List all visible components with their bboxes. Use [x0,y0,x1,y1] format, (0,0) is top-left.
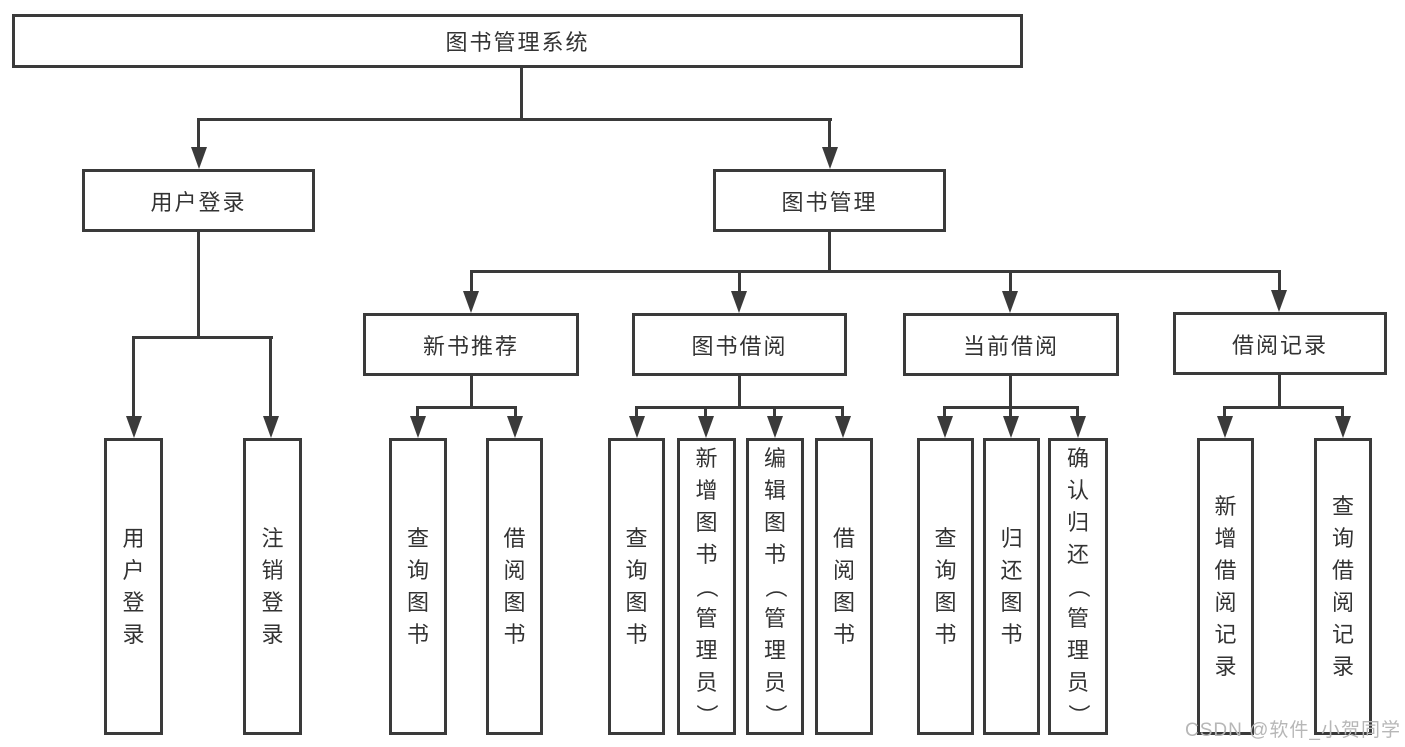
node-label: 新增图书（管理员） [694,445,720,726]
arrow-down-icon [126,416,142,438]
node-label: 用户登录 [150,189,247,215]
connector-line [773,406,776,418]
leaf-edit-books-admin: 编辑图书（管理员） [746,438,804,735]
node-new-book-recommend: 新书推荐 [363,313,579,376]
connector-line [1278,270,1281,292]
node-book-borrowing: 图书借阅 [632,313,847,376]
connector-line [738,376,741,409]
arrow-down-icon [463,291,479,313]
connector-line [1076,406,1079,418]
arrow-down-icon [1070,416,1086,438]
connector-line [520,68,523,120]
leaf-borrow-books-recommend: 借阅图书 [486,438,543,735]
leaf-query-books-borrowing: 查询图书 [608,438,665,735]
connector-line [470,270,1281,273]
arrow-down-icon [698,416,714,438]
arrow-down-icon [731,291,747,313]
arrow-down-icon [822,147,838,169]
arrow-down-icon [767,416,783,438]
connector-line [1224,406,1344,409]
leaf-add-books-admin: 新增图书（管理员） [677,438,736,735]
node-label: 图书管理系统 [445,30,590,55]
connector-line [470,270,473,293]
arrow-down-icon [263,416,279,438]
leaf-query-borrow-record: 查询借阅记录 [1314,438,1372,735]
node-label: 新书推荐 [422,333,519,359]
node-label: 查询图书 [934,525,957,647]
leaf-query-books-current: 查询图书 [917,438,974,735]
node-label: 图书借阅 [691,333,788,359]
connector-line [197,118,200,149]
arrow-down-icon [191,147,207,169]
arrow-down-icon [1002,291,1018,313]
node-borrowing-records: 借阅记录 [1173,312,1387,375]
arrow-down-icon [629,416,645,438]
node-label: 用户登录 [122,525,145,647]
connector-line [1009,406,1012,418]
leaf-return-books: 归还图书 [983,438,1040,735]
connector-line [1278,375,1281,409]
node-label: 归还图书 [1000,525,1023,647]
arrow-down-icon [1003,416,1019,438]
leaf-add-borrow-record: 新增借阅记录 [1197,438,1254,735]
node-user-login: 用户登录 [82,169,315,232]
arrow-down-icon [835,416,851,438]
connector-line [197,232,200,339]
arrow-down-icon [1217,416,1233,438]
connector-line [943,406,946,418]
connector-line [635,406,638,418]
node-book-management: 图书管理 [713,169,946,232]
leaf-borrow-books-borrowing: 借阅图书 [815,438,873,735]
node-label: 确认归还（管理员） [1065,445,1091,726]
leaf-user-login: 用户登录 [104,438,163,735]
leaf-confirm-return-admin: 确认归还（管理员） [1048,438,1108,735]
connector-line [198,118,832,121]
connector-line [636,406,844,409]
arrow-down-icon [937,416,953,438]
node-label: 编辑图书（管理员） [762,445,788,726]
node-label: 注销登录 [261,525,284,647]
arrow-down-icon [1271,290,1287,312]
connector-line [1341,406,1344,418]
arrow-down-icon [1335,416,1351,438]
watermark-text: CSDN @软件_小贺同学 [1185,720,1401,741]
arrow-down-icon [507,416,523,438]
connector-line [269,336,272,418]
node-label: 借阅图书 [832,525,855,647]
leaf-logout: 注销登录 [243,438,302,735]
node-current-borrowing: 当前借阅 [903,313,1119,376]
connector-line [828,118,831,149]
connector-line [1009,270,1012,293]
connector-line [738,270,741,293]
node-library-management-system: 图书管理系统 [12,14,1023,68]
node-label: 图书管理 [781,189,878,215]
connector-line [132,336,135,418]
connector-line [1223,406,1226,418]
arrow-down-icon [410,416,426,438]
connector-line [514,406,517,418]
node-label: 借阅记录 [1231,332,1328,358]
connector-line [417,406,516,409]
connector-line [470,376,473,409]
node-label: 查询图书 [625,525,648,647]
connector-line [416,406,419,418]
leaf-query-books-recommend: 查询图书 [389,438,447,735]
node-label: 查询图书 [406,525,429,647]
node-label: 新增借阅记录 [1214,493,1237,679]
node-label: 查询借阅记录 [1331,493,1354,679]
node-label: 当前借阅 [962,333,1059,359]
connector-line [133,336,273,339]
node-label: 借阅图书 [503,525,526,647]
connector-line [841,406,844,418]
connector-line [828,232,831,273]
connector-line [1009,376,1012,409]
connector-line [704,406,707,418]
